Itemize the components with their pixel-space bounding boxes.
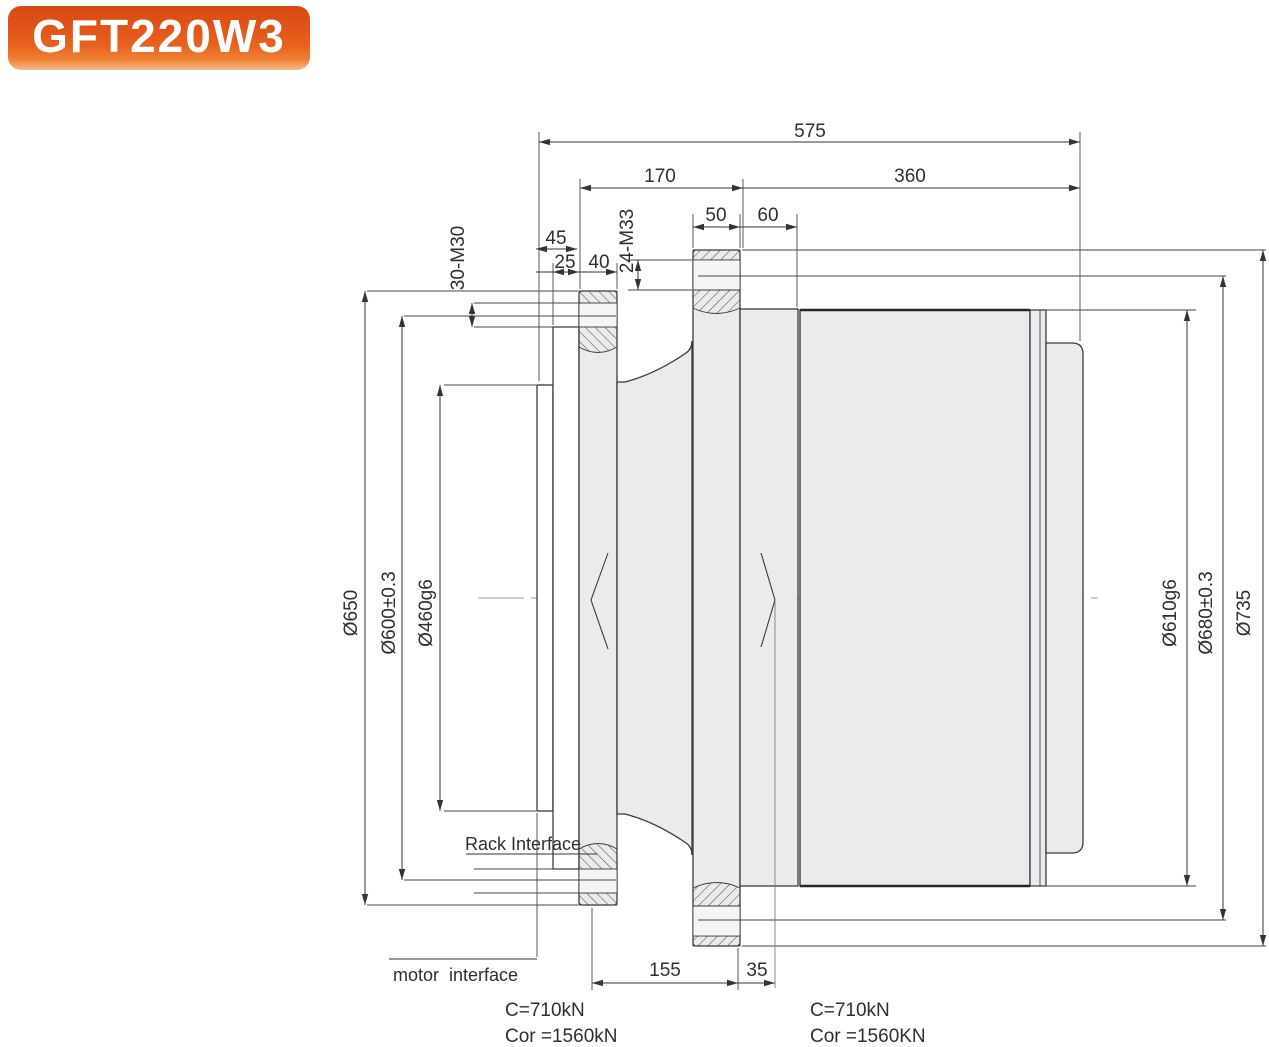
dim-face-offset: 35 [746, 960, 767, 981]
dim-front-section: 170 [644, 166, 676, 187]
load-ratings: C=710kN Cor =1560kN C=710kN Cor =1560KN [505, 1000, 926, 1047]
mesh-arrow-left [590, 552, 609, 650]
adapter-plate [552, 326, 580, 870]
bolt-label-motor-flange: 30-M30 [448, 226, 469, 290]
dia-bolt-circle-680: Ø680±0.3 [1196, 571, 1217, 654]
cone-transition [616, 340, 693, 856]
rating-left-dynamic: C=710kN [505, 1000, 585, 1021]
dia-pilot-460: Ø460g6 [416, 579, 437, 647]
interface-labels: Rack Interface motor interface [393, 834, 581, 985]
rack-interface-label: Rack Interface [465, 834, 581, 854]
rating-right-static: Cor =1560KN [810, 1026, 926, 1047]
dia-housing-610: Ø610g6 [1160, 579, 1181, 647]
main-housing [799, 309, 1031, 887]
cover-ring [1029, 309, 1047, 887]
dim-step-width: 60 [757, 205, 778, 226]
product-model-badge: GFT220W3 [8, 6, 310, 70]
extension-lines [367, 132, 1266, 990]
step-ring [739, 308, 799, 887]
pilot-ring [536, 384, 554, 812]
dimension-labels: 575 170 360 50 60 45 25 40 155 35 30-M30… [341, 121, 1255, 981]
dia-bolt-circle-600: Ø600±0.3 [379, 571, 400, 654]
bolt-label-main-flange: 24-M33 [617, 209, 638, 273]
dim-pilot-depth: 45 [545, 228, 566, 249]
bolt-hatching [578, 249, 741, 947]
dia-flange-735: Ø735 [1234, 590, 1255, 636]
dim-overall-length: 575 [794, 121, 826, 142]
dim-flange-width: 50 [705, 205, 726, 226]
motor-interface-label: motor interface [393, 965, 518, 985]
dim-flange-thickness: 40 [588, 252, 609, 273]
dim-rack-offset: 155 [649, 960, 681, 981]
housing-outline [536, 249, 1084, 947]
motor-flange [578, 290, 618, 906]
mesh-arrows [590, 552, 776, 650]
dimension-lines [361, 138, 1267, 987]
dim-rear-section: 360 [894, 166, 926, 187]
dim-plate-thickness: 25 [554, 252, 575, 273]
mesh-arrow-right [760, 552, 776, 648]
rating-left-static: Cor =1560kN [505, 1026, 617, 1047]
rating-right-dynamic: C=710kN [810, 1000, 890, 1021]
dia-flange-650: Ø650 [341, 590, 362, 636]
product-model-label: GFT220W3 [32, 10, 286, 62]
main-flange [692, 249, 741, 947]
end-ring [1045, 342, 1084, 854]
